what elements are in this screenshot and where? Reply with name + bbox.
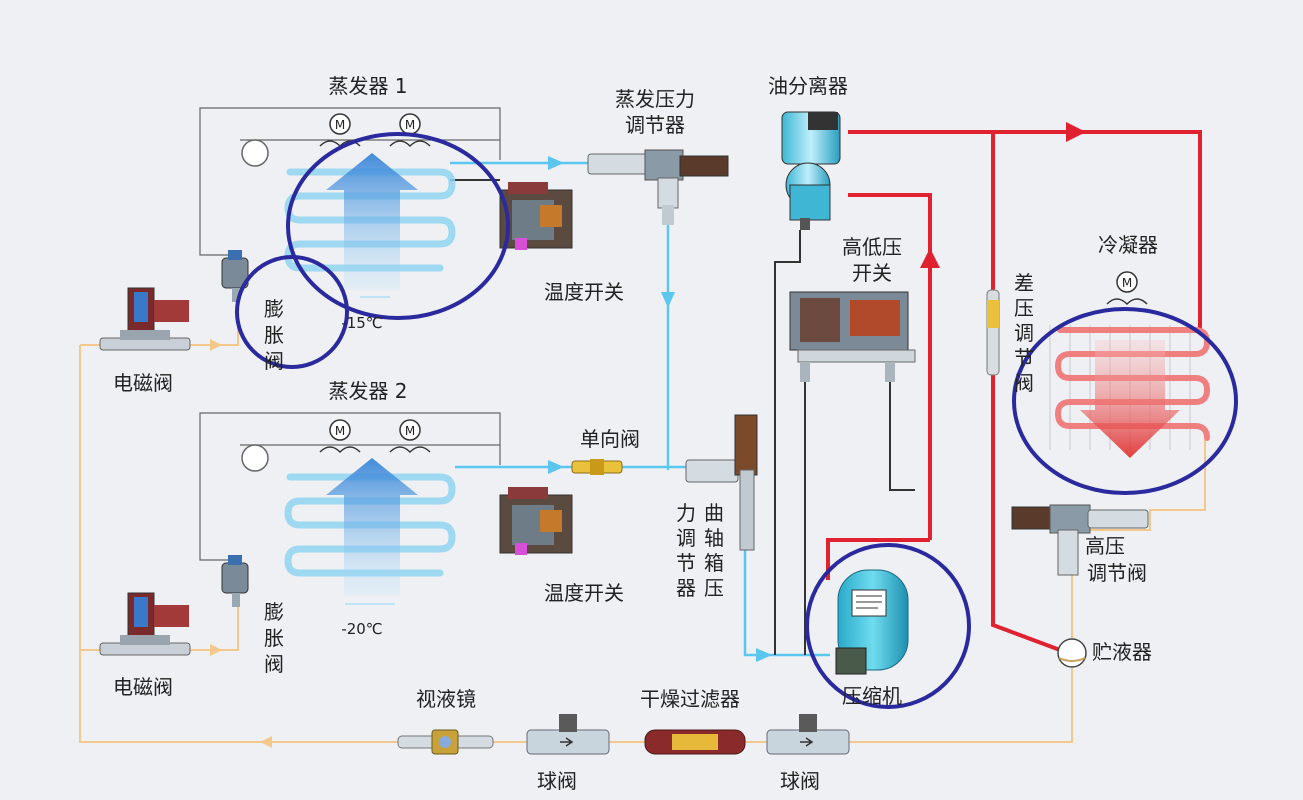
fan-2b: M — [389, 419, 431, 454]
vertical-char: 阀 — [264, 652, 284, 676]
highlight-compressor — [805, 543, 971, 709]
liquid-arrows — [210, 339, 272, 748]
label-condenser: 冷凝器 — [1098, 233, 1158, 257]
ball-valve-2-icon — [766, 714, 850, 755]
label-crankcase-col1: 曲轴箱压 — [704, 501, 724, 600]
vertical-char: 器 — [676, 576, 696, 600]
check-valve-icon — [571, 459, 623, 475]
condenser-airflow-arrow — [1080, 340, 1180, 458]
highlight-circles — [235, 132, 1238, 709]
oil-separator-icon — [781, 111, 841, 230]
fan-condenser: M — [1106, 271, 1148, 306]
receiver-icon — [1057, 638, 1087, 668]
label-evaporator-2: 蒸发器 2 — [328, 379, 407, 403]
vertical-char: 阀 — [1014, 371, 1034, 395]
highlight-expansion-valve-1 — [235, 255, 349, 369]
label-check-valve: 单向阀 — [580, 427, 640, 451]
solenoid-valve-1-icon — [99, 287, 191, 351]
temp-switch-1-icon — [499, 182, 573, 250]
label-expansion-valve-2: 膨胀阀 — [264, 600, 284, 676]
label-ball-valve-1: 球阀 — [537, 769, 577, 793]
fan-2a: M — [319, 419, 361, 454]
vertical-char: 膨 — [264, 297, 284, 321]
expansion-valve-2-icon — [221, 555, 249, 607]
vertical-char: 差 — [1014, 271, 1034, 295]
label-temp-1: -15℃ — [341, 314, 382, 332]
label-expansion-valve-1: 膨胀阀 — [264, 297, 284, 373]
airflow-arrow-2 — [326, 458, 418, 595]
label-temp-switch-1: 温度开关 — [544, 280, 624, 304]
fan-letter: M — [335, 118, 345, 132]
compressor-icon — [835, 569, 909, 675]
filter-drier-icon — [644, 729, 746, 755]
vertical-char: 力 — [676, 501, 696, 525]
label-evap-pressure-regulator-line2: 调节器 — [625, 113, 685, 137]
highlight-condenser — [1012, 307, 1238, 495]
suction-arrows — [548, 156, 772, 662]
hp-regulator-icon — [1011, 504, 1149, 576]
evaporator-2: M M — [241, 419, 456, 605]
label-solenoid-valve-1: 电磁阀 — [113, 371, 173, 395]
fan-letter: M — [405, 424, 415, 438]
label-receiver: 贮液器 — [1092, 640, 1152, 664]
discharge-arrows — [920, 122, 1086, 268]
control-lines — [450, 179, 915, 655]
vertical-char: 压 — [704, 576, 724, 600]
expansion-valve-1-icon — [221, 250, 249, 302]
label-crankcase-col2: 力调节器 — [676, 501, 696, 600]
label-oil-separator: 油分离器 — [768, 74, 848, 98]
label-diff-pressure-valve: 差压调节阀 — [1014, 271, 1034, 395]
label-hp-regulator-line2: 调节阀 — [1087, 561, 1147, 585]
vertical-char: 压 — [1014, 296, 1034, 320]
highlight-evaporator-1 — [286, 132, 510, 320]
vertical-char: 膨 — [264, 600, 284, 624]
crankcase-regulator-icon — [685, 414, 758, 551]
label-evap-pressure-regulator-line1: 蒸发压力 — [615, 87, 695, 111]
vertical-char: 调 — [676, 526, 696, 550]
diff-pressure-valve-icon — [986, 289, 1000, 376]
ball-valve-1-icon — [526, 714, 610, 755]
temp-switch-2-icon — [499, 487, 573, 555]
label-hilo-switch-line2: 开关 — [852, 261, 892, 285]
hilo-pressure-switch-icon — [789, 291, 916, 382]
airflow-arrow-1 — [326, 153, 418, 290]
suction-lines — [450, 161, 830, 657]
label-hilo-switch-line1: 高低压 — [842, 235, 902, 259]
label-evaporator-1: 蒸发器 1 — [328, 74, 407, 98]
label-temp-2: -20℃ — [341, 620, 382, 638]
condenser: M — [1049, 271, 1211, 458]
vertical-char: 节 — [1014, 346, 1034, 370]
evaporator-1: M M — [241, 113, 456, 298]
label-ball-valve-2: 球阀 — [780, 769, 820, 793]
vertical-char: 轴 — [704, 526, 724, 550]
solenoid-valve-2-icon — [99, 592, 191, 656]
vertical-char: 胀 — [264, 626, 284, 650]
fan-letter: M — [335, 424, 345, 438]
fan-letter: M — [405, 118, 415, 132]
fan-letter: M — [1122, 276, 1132, 290]
label-solenoid-valve-2: 电磁阀 — [113, 675, 173, 699]
fan-1b: M — [389, 113, 431, 148]
vertical-char: 阀 — [264, 349, 284, 373]
label-compressor: 压缩机 — [842, 684, 902, 708]
label-sight-glass: 视液镜 — [416, 687, 476, 711]
vertical-char: 箱 — [704, 551, 724, 575]
evap-pressure-regulator-icon — [587, 149, 729, 225]
vertical-char: 调 — [1014, 321, 1034, 345]
vertical-char: 胀 — [264, 323, 284, 347]
vertical-char: 节 — [676, 551, 696, 575]
label-filter-drier: 干燥过滤器 — [640, 687, 740, 711]
sight-glass-icon — [397, 729, 494, 755]
label-temp-switch-2: 温度开关 — [544, 581, 624, 605]
vertical-char: 曲 — [704, 501, 724, 525]
capillary-lines — [199, 107, 501, 561]
label-hp-regulator-line1: 高压 — [1085, 534, 1125, 558]
